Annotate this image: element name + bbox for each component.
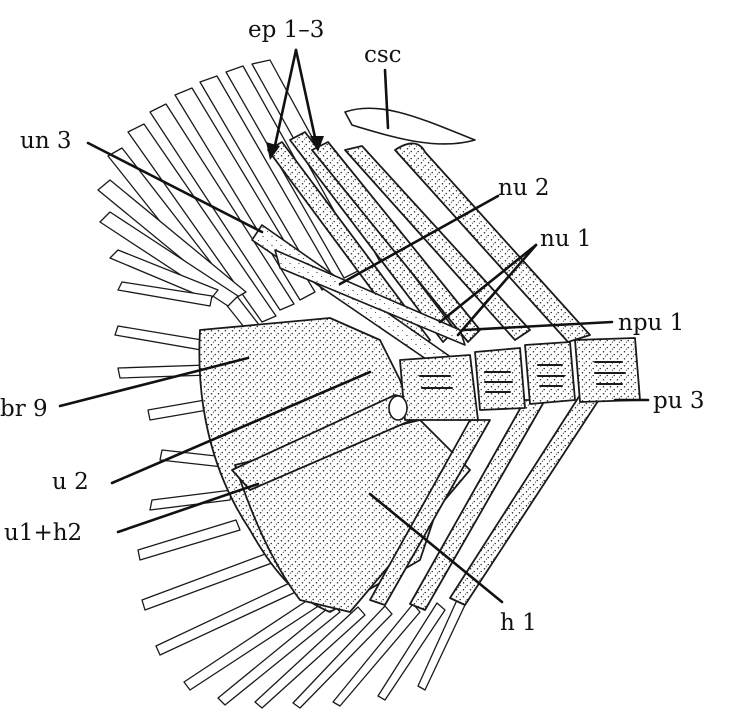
label-csc: csc [364,42,402,68]
label-ep: ep 1–3 [248,17,324,43]
label-un3: un 3 [20,128,72,154]
leader-lines [58,48,650,604]
label-npu1: npu 1 [618,310,684,336]
hypural-foramen [388,395,408,421]
neural-spines [344,142,591,343]
label-nu1: nu 1 [540,226,592,252]
label-h1: h 1 [500,610,537,636]
centrum-hatching [419,361,626,393]
lower-fin-rays [137,449,466,709]
label-br9: br 9 [0,396,48,422]
label-u2: u 2 [52,469,89,495]
label-nu2: nu 2 [498,175,550,201]
label-u1h2: u1+h2 [4,520,82,546]
label-pu3: pu 3 [653,388,704,414]
caudal-scute [344,107,476,145]
nu2-plate [274,249,466,346]
